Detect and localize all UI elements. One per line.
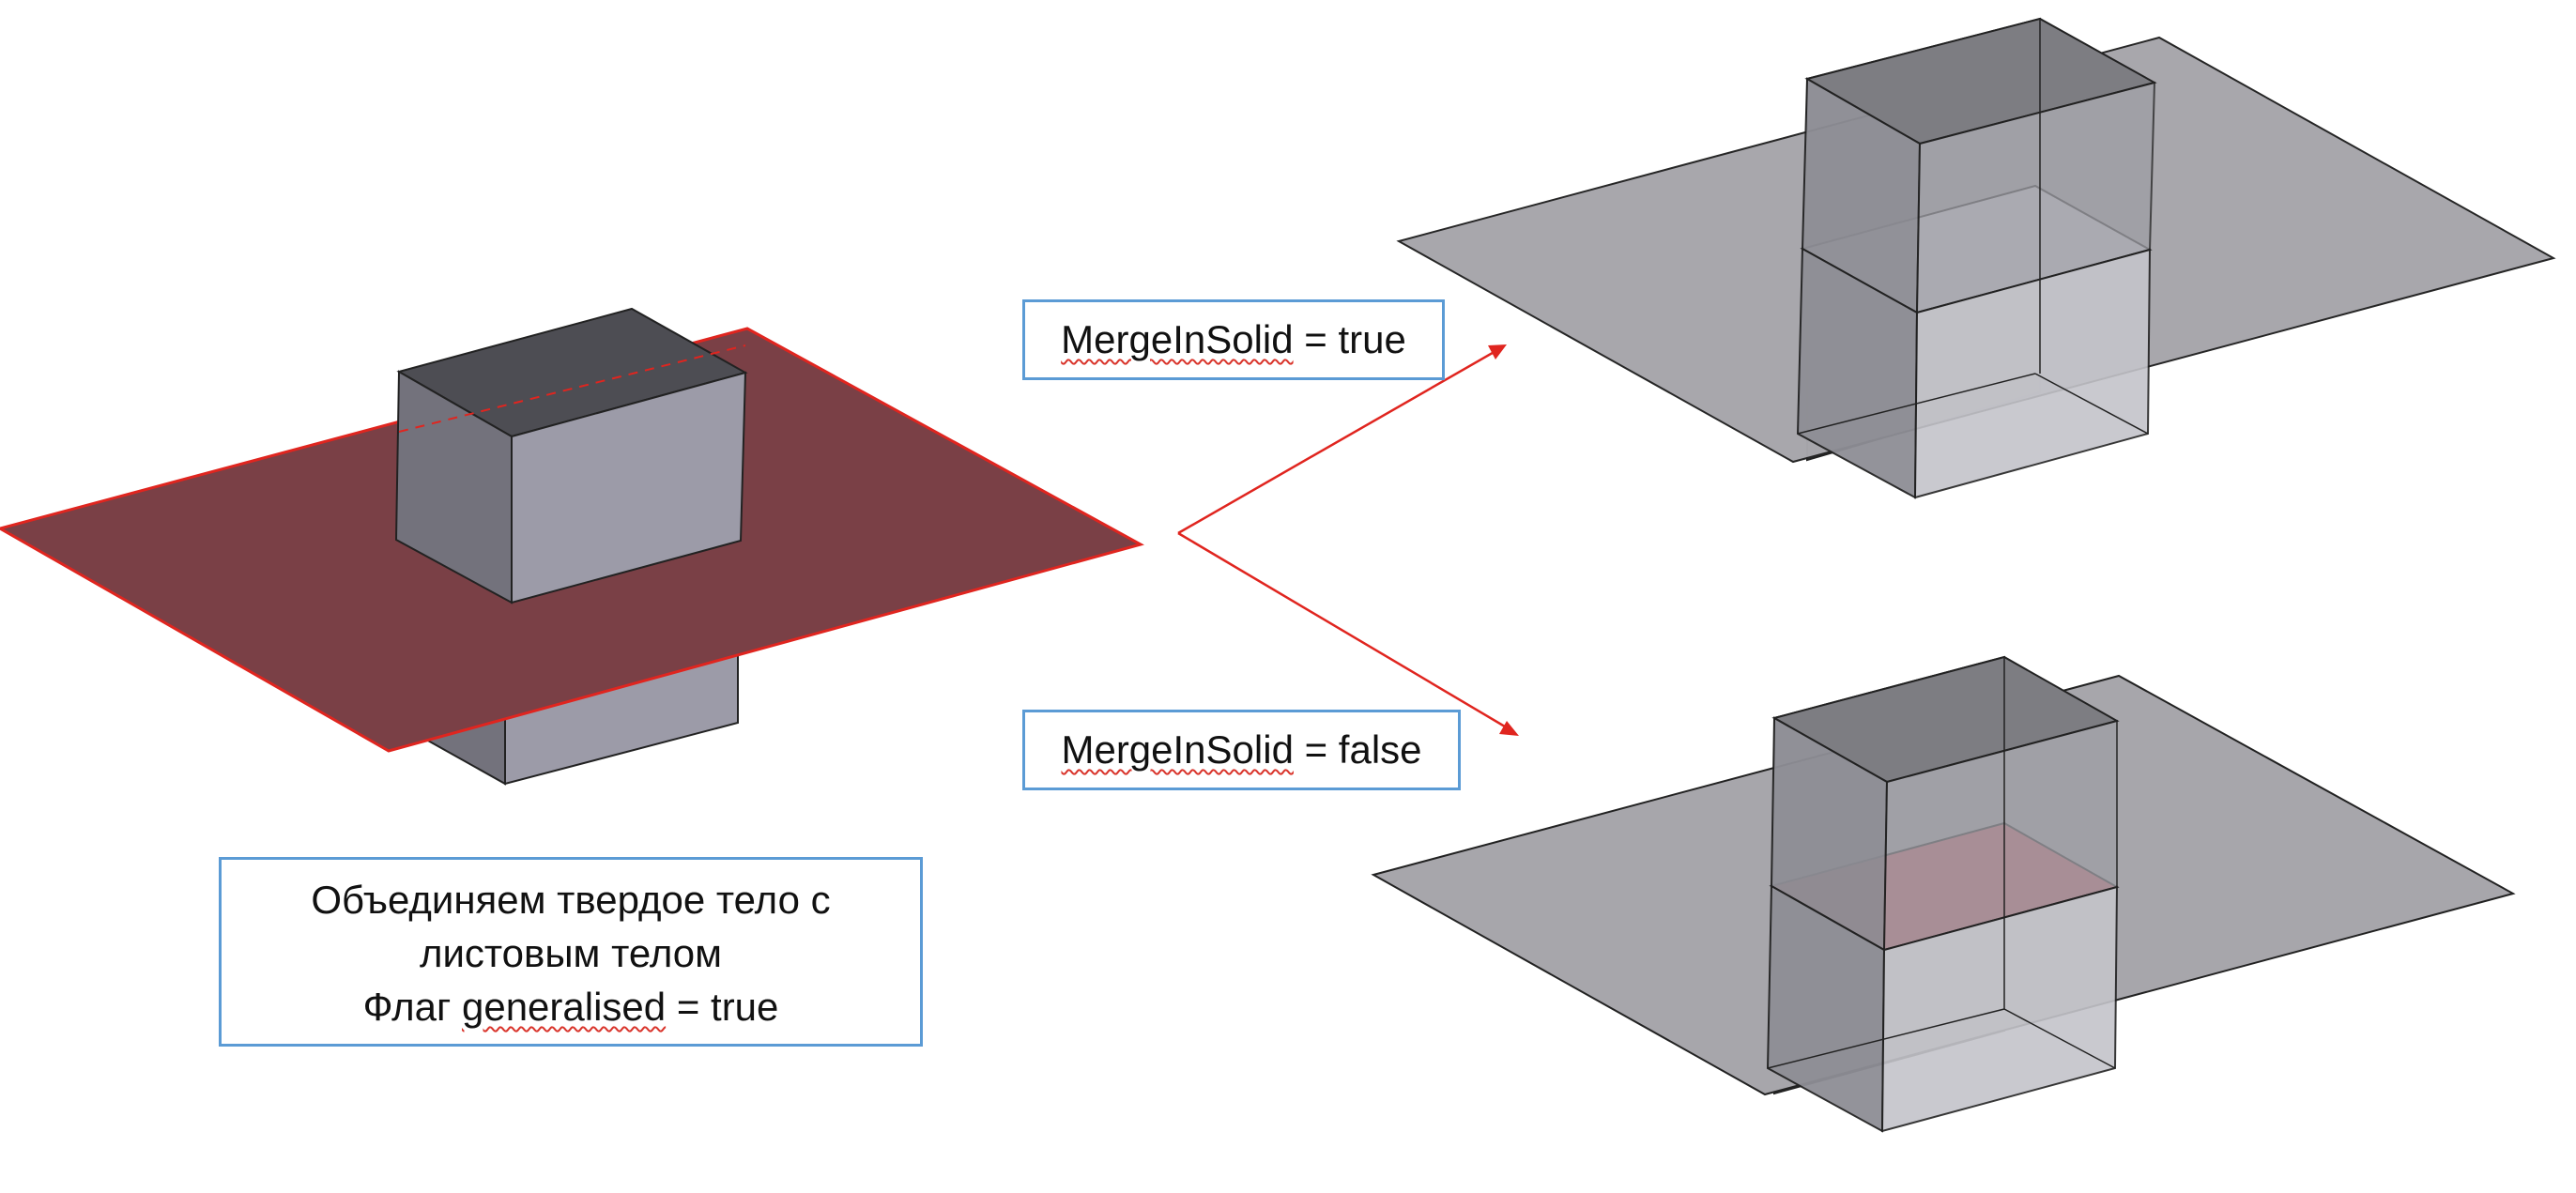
false-box-hidden-edge-3 <box>2003 1008 2116 1069</box>
arrowhead-merge-false <box>1499 721 1519 736</box>
description-line-3: Флаг generalised = true <box>222 980 920 1033</box>
merge-false-label: MergeInSolid = false <box>1022 710 1461 790</box>
merge-true-label: MergeInSolid = true <box>1022 299 1445 380</box>
input-sheet-cut-line <box>398 344 746 433</box>
description-line-3-prefix: Флаг <box>362 985 462 1029</box>
description-line-2: листовым телом <box>419 931 723 975</box>
merge-false-suffix: = false <box>1293 727 1422 772</box>
description-line-3-keyword: generalised <box>461 985 667 1029</box>
merge-false-keyword: MergeInSolid <box>1061 727 1294 772</box>
arrow-to-merge-false <box>1177 531 1510 731</box>
result-merge-false <box>1371 655 2516 1133</box>
true-box-hidden-edge-3 <box>2034 373 2149 435</box>
merge-true-suffix: = true <box>1293 317 1406 361</box>
arrowhead-merge-true <box>1488 344 1507 359</box>
result-merge-true <box>1396 17 2556 499</box>
merge-true-keyword: MergeInSolid <box>1061 317 1294 361</box>
input-model <box>0 307 1144 786</box>
arrow-to-merge-true <box>1177 348 1498 535</box>
false-box-hidden-edge-2 <box>1767 1008 2005 1069</box>
description-line-1: Объединяем твердое тело с <box>311 878 831 922</box>
description-line-3-suffix: = true <box>666 985 779 1029</box>
branch-arrows <box>1177 344 1519 736</box>
description-callout: Объединяем твердое тело с листовым телом… <box>219 857 923 1047</box>
true-box-hidden-edge-2 <box>1797 373 2036 435</box>
input-box-front <box>511 371 747 604</box>
